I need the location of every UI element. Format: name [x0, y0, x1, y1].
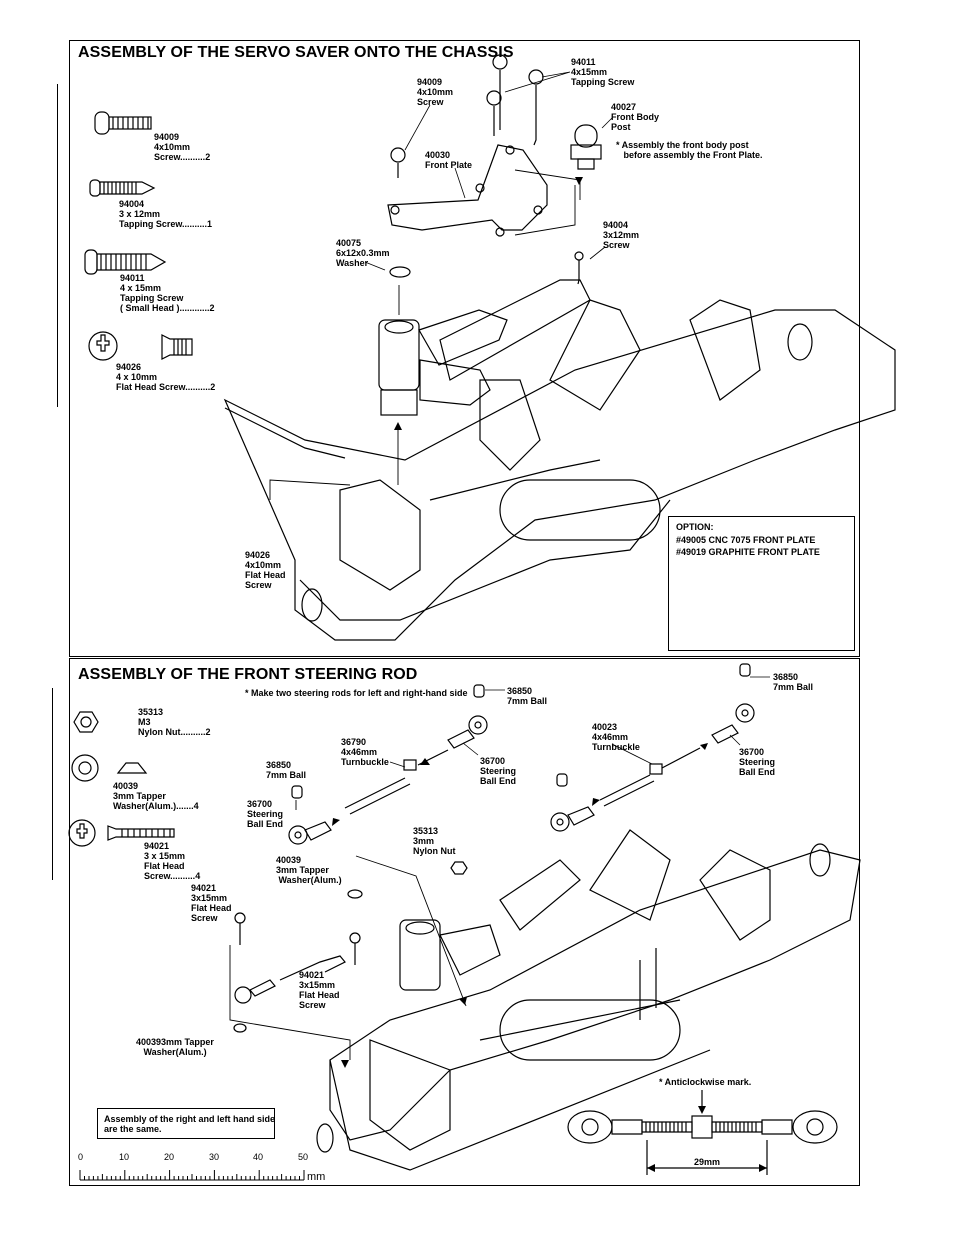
- part-94004-desc: 3 x 12mm: [119, 209, 161, 219]
- steering-rod-section: [69, 658, 860, 1186]
- ruler-drawing: [79, 1170, 305, 1181]
- callout-40039: 40039 3mm Tapper Washer(Alum.): [276, 855, 342, 885]
- steering-rod-2-drawing: [550, 663, 755, 832]
- tapping-screw-94004-icon: [89, 179, 156, 197]
- part-94026-desc: 4 x 10mm: [116, 372, 158, 382]
- part-94009-qty: Screw..........2: [154, 152, 211, 162]
- front-plate-drawing: [387, 144, 548, 237]
- same-assembly-note: Assembly of the right and left hand side…: [104, 1114, 276, 1134]
- ruler-tick-10: 10: [119, 1152, 130, 1162]
- part-40039-qty: Washer(Alum.).......4: [113, 801, 199, 811]
- part-94009-desc: 4x10mm: [154, 142, 191, 152]
- callout-94021-a: 94021 3x15mm Flat Head Screw: [191, 883, 232, 923]
- callout-36700-c: 36700 Steering Ball End: [247, 799, 284, 829]
- ruler-tick-40: 40: [253, 1152, 264, 1162]
- part-40039-desc: 3mm Tapper: [113, 791, 166, 801]
- note-two-rods: * Make two steering rods for left and ri…: [245, 688, 468, 698]
- detail-steering-rod: [567, 1090, 838, 1175]
- callout-36700-b: 36700 Steering Ball End: [739, 747, 776, 777]
- tapper-washer-40039-icon: [71, 754, 148, 782]
- ruler-tick-30: 30: [209, 1152, 220, 1162]
- anticlockwise-note: * Anticlockwise mark.: [659, 1077, 752, 1087]
- part-94004-code: 94004: [119, 199, 145, 209]
- callout-94009: 94009 4x10mm Screw: [417, 77, 454, 107]
- small-parts-2: [233, 861, 468, 1033]
- part-40039-code: 40039: [113, 781, 139, 791]
- flat-head-screw-94026-icon: [88, 331, 193, 361]
- part-94011-qty: ( Small Head )............2: [120, 303, 215, 313]
- option-line-2: #49019 GRAPHITE FRONT PLATE: [676, 547, 820, 557]
- dimension-29mm: 29mm: [694, 1157, 721, 1167]
- ruler-tick-50: 50: [298, 1152, 309, 1162]
- guide-lines-2: [229, 800, 467, 1060]
- note-body-post: * Assembly the front body post before as…: [616, 140, 763, 160]
- parts-list-divider-1: [57, 84, 58, 407]
- part-35313-code: 35313: [138, 707, 164, 717]
- parts-list-divider-2: [52, 688, 53, 880]
- servo-saver-section: [69, 40, 860, 657]
- nylon-nut-35313-icon: [73, 711, 99, 733]
- arrow-heads-1: [394, 177, 583, 430]
- option-heading: OPTION:: [676, 522, 714, 532]
- option-box: [668, 516, 855, 651]
- ruler-tick-20: 20: [164, 1152, 175, 1162]
- callout-94011: 94011 4x15mm Tapping Screw: [571, 57, 635, 87]
- screw-94009-icon: [94, 111, 152, 135]
- callout-40027: 40027 Front Body Post: [611, 102, 659, 132]
- steering-rod-title: ASSEMBLY OF THE FRONT STEERING ROD: [78, 666, 418, 683]
- callout-94021-b: 94021 3x15mm Flat Head Screw: [299, 970, 340, 1010]
- part-94011-desc: 4 x 15mm: [120, 283, 162, 293]
- part-94021-qty: Screw..........4: [144, 871, 201, 881]
- part-94011-code: 94011: [120, 273, 145, 283]
- flat-head-screw-94021-icon: [68, 819, 175, 847]
- ruler-tick-0: 0: [78, 1152, 84, 1162]
- part-94026-code: 94026: [116, 362, 142, 372]
- option-line-1: #49005 CNC 7075 FRONT PLATE: [676, 535, 816, 545]
- part-94021-code: 94021: [144, 841, 170, 851]
- callout-94026: 94026 4x10mm Flat Head Screw: [245, 550, 286, 590]
- body-post-drawing: [570, 124, 602, 170]
- servo-saver-title: ASSEMBLY OF THE SERVO SAVER ONTO THE CHA…: [78, 44, 514, 61]
- leader-lines-2: [389, 676, 770, 768]
- part-35313-desc: M3: [138, 717, 151, 727]
- callout-35313: 35313 3mm Nylon Nut: [413, 826, 456, 856]
- ruler-unit: mm: [307, 1171, 326, 1183]
- callout-36700-a: 36700 Steering Ball End: [480, 756, 517, 786]
- callout-36850-a: 36850 7mm Ball: [507, 686, 548, 706]
- part-94011-desc2: Tapping Screw: [120, 293, 184, 303]
- callout-40075: 40075 6x12x0.3mm Washer: [336, 238, 390, 268]
- arrow-heads-2: [332, 743, 708, 1068]
- guide-lines-1: [269, 169, 606, 500]
- chassis-drawing-1: [223, 279, 896, 641]
- part-94021-desc2: Flat Head: [144, 861, 185, 871]
- leader-lines-1: [364, 71, 613, 271]
- callout-36850-b: 36850 7mm Ball: [773, 672, 814, 692]
- dimension-arrows: [647, 1106, 767, 1172]
- part-94009-code: 94009: [154, 132, 180, 142]
- chassis-drawing-2: [316, 829, 861, 1171]
- tapping-screw-94011-icon: [84, 249, 167, 275]
- callout-36850-c: 36850 7mm Ball: [266, 760, 307, 780]
- callout-40023: 40023 4x46mm Turnbuckle: [592, 722, 640, 752]
- callout-94004: 94004 3x12mm Screw: [603, 220, 640, 250]
- part-94026-qty: Flat Head Screw..........2: [116, 382, 216, 392]
- part-94021-desc: 3 x 15mm: [144, 851, 186, 861]
- same-assembly-note-box: [97, 1108, 275, 1139]
- part-35313-qty: Nylon Nut..........2: [138, 727, 211, 737]
- callout-400393: 400393mm Tapper Washer(Alum.): [136, 1037, 214, 1057]
- part-94004-qty: Tapping Screw..........1: [119, 219, 213, 229]
- callout-40030: 40030 Front Plate: [425, 150, 473, 170]
- callout-36790: 36790 4x46mm Turnbuckle: [341, 737, 389, 767]
- screws-exploded: [389, 54, 584, 285]
